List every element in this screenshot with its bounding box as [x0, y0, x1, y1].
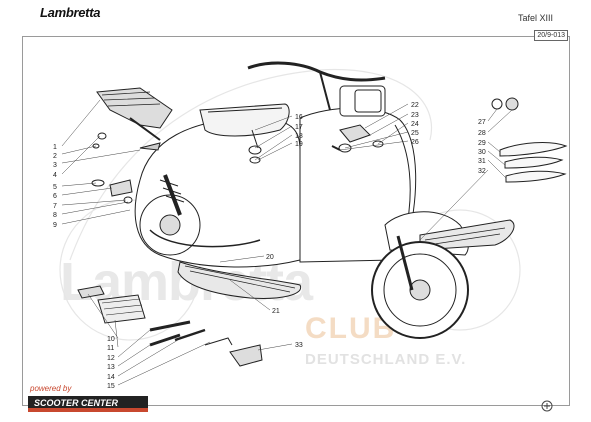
callout-number: 23 — [411, 112, 419, 119]
callout-number: 32 — [478, 168, 486, 175]
powered-by-label: powered by — [30, 384, 72, 393]
rack-assembly — [91, 87, 173, 204]
callout-number: 24 — [411, 121, 419, 128]
callout-bottom-group: 10 11 12 13 14 15 33 — [107, 336, 303, 390]
callout-number: 28 — [478, 130, 486, 137]
callout-number: 27 — [478, 119, 486, 126]
drawing-frame — [22, 36, 570, 406]
callout-number: 25 — [411, 130, 419, 137]
callout-number: 2 — [53, 153, 57, 160]
callout-number: 5 — [53, 184, 57, 191]
callout-number: 17 — [295, 124, 303, 131]
tool-kit — [77, 285, 263, 367]
callout-number: 26 — [411, 139, 419, 146]
callout-number: 29 — [478, 140, 486, 147]
badge-round — [491, 98, 503, 110]
callout-number: 12 — [107, 355, 115, 362]
callout-number: 14 — [107, 374, 115, 381]
callout-number: 8 — [53, 212, 57, 219]
leader-lines — [61, 99, 513, 386]
callout-number: 20 — [266, 254, 274, 261]
callout-number: 13 — [107, 364, 115, 371]
bracket-part — [91, 179, 105, 187]
sheet-code: 20/9-013 — [534, 30, 568, 41]
watermark-sub: DEUTSCHLAND E.V. — [305, 351, 466, 368]
callout-number: 10 — [107, 336, 115, 343]
callout-number: 15 — [107, 383, 115, 390]
emblems — [491, 97, 568, 183]
callout-number: 4 — [53, 172, 57, 179]
script-emblem-3 — [505, 170, 567, 183]
clamp-part — [109, 179, 133, 197]
callout-center-group: 16 17 18 19 — [295, 114, 303, 148]
clip-part — [139, 142, 161, 151]
callout-number: 21 — [272, 308, 280, 315]
callout-center-right-group: 22 23 24 25 26 — [411, 102, 419, 146]
callout-number: 6 — [53, 193, 57, 200]
callout-number: 16 — [295, 114, 303, 121]
washer-part — [97, 132, 107, 140]
watermark-club: CLUB — [305, 312, 396, 345]
callout-number: 31 — [478, 158, 486, 165]
callout-number: 30 — [478, 149, 486, 156]
callout-number: 18 — [295, 133, 303, 140]
scooter-body — [134, 61, 515, 339]
script-emblem-2 — [504, 156, 564, 169]
callout-number: 22 — [411, 102, 419, 109]
callout-number: 33 — [295, 342, 303, 349]
brand-logo: Lambretta — [40, 5, 101, 20]
corner-stamp-icon — [541, 400, 553, 412]
badge-round-large — [505, 97, 519, 111]
callout-number: 7 — [53, 203, 57, 210]
plate-title: Tafel XIII — [517, 13, 553, 23]
callout-floor-group: 20 21 — [266, 254, 280, 315]
callout-left-group: 1 2 3 4 5 6 7 8 9 — [53, 144, 57, 229]
sponsor-name: SCOOTER CENTER — [34, 398, 119, 408]
callout-number: 9 — [53, 222, 57, 229]
script-emblem-1 — [499, 142, 568, 157]
scooter-center-logo: SCOOTER CENTER — [28, 396, 148, 412]
callout-right-group: 27 28 29 30 31 32 — [478, 119, 486, 175]
tool-bag — [229, 344, 263, 367]
callout-number: 3 — [53, 162, 57, 169]
callout-number: 1 — [53, 144, 57, 151]
callout-number: 11 — [107, 345, 114, 352]
callout-number: 19 — [295, 141, 303, 148]
